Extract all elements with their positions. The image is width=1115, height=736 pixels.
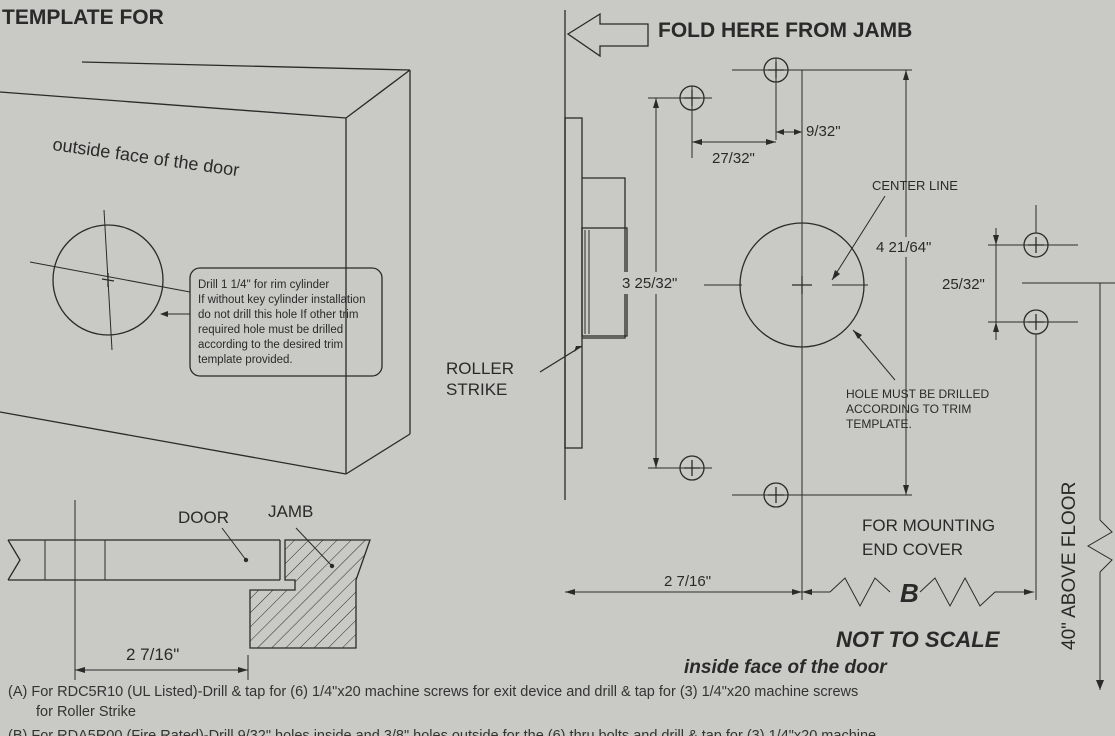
note-line-4: required hole must be drilled: [198, 324, 343, 336]
mounting-holes: [648, 57, 1078, 508]
hole-note-line-1: HOLE MUST BE DRILLED: [846, 387, 989, 401]
hole-bottom-left: [648, 455, 712, 481]
hole-bottom-right: [732, 482, 912, 508]
hole-far-right-bottom: [988, 309, 1078, 360]
hole-note-line-2: ACCORDING TO TRIM: [846, 402, 971, 416]
center-line-label: CENTER LINE: [872, 178, 958, 193]
floor-label: 40" ABOVE FLOOR: [1059, 482, 1080, 650]
dim-bottom: 2 7/16": [664, 573, 711, 590]
top-dimensions: [692, 70, 803, 600]
roller-strike-line-2: STRIKE: [446, 380, 507, 399]
hole-top-left: [648, 85, 712, 158]
mounting-line-1: FOR MOUNTING: [862, 516, 995, 535]
bottom-dimensions: [565, 360, 1037, 608]
section-dimension: 2 7/16": [126, 645, 179, 664]
door-label: DOOR: [178, 508, 229, 527]
note-line-5: according to the desired trim: [198, 339, 343, 351]
mounting-line-2: END COVER: [862, 540, 963, 559]
roller-strike: [539, 117, 628, 449]
inside-face-label: inside face of the door: [684, 657, 888, 678]
dim-3-25-32: 3 25/32": [622, 275, 677, 292]
dim-25-32-marks: [988, 228, 1004, 340]
dim-25-32: 25/32": [942, 276, 985, 293]
note-line-2: If without key cylinder installation: [198, 294, 365, 306]
hole-top-right: [732, 57, 912, 140]
note-line-6: template provided.: [198, 354, 293, 366]
cylinder-hole: [29, 209, 191, 351]
dim-4-21-64: 4 21/64": [876, 239, 931, 256]
trim-hole: [704, 195, 896, 381]
door-jamb-section: [7, 500, 371, 680]
fold-label: FOLD HERE FROM JAMB: [658, 19, 912, 42]
dim-9-32: 9/32": [806, 123, 841, 140]
outside-face-label: outside face of the door: [51, 134, 240, 180]
left-title: TEMPLATE FOR: [2, 6, 164, 29]
note-line-1: Drill 1 1/4" for rim cylinder: [198, 279, 329, 291]
dim-27-32: 27/32": [712, 150, 755, 167]
roller-strike-line-1: ROLLER: [446, 359, 514, 378]
jamb-label: JAMB: [268, 502, 313, 521]
fold-line: [564, 10, 649, 500]
not-to-scale: NOT TO SCALE: [836, 627, 1001, 652]
door-perspective: [0, 61, 411, 475]
note-line-3: do not drill this hole If other trim: [198, 309, 358, 321]
floor-dimension: [1022, 282, 1115, 690]
footnote-a: (A) For RDC5R10 (UL Listed)-Drill & tap …: [8, 684, 858, 700]
footnote-a-cont: for Roller Strike: [36, 704, 136, 720]
b-label: B: [900, 578, 919, 608]
footnote-b: (B) For RDA5R00 (Fire Rated)-Drill 9/32"…: [8, 728, 876, 736]
rim-cylinder-note: Drill 1 1/4" for rim cylinder If without…: [189, 267, 383, 377]
hole-note-line-3: TEMPLATE.: [846, 417, 912, 431]
hole-far-right-top: [988, 205, 1078, 258]
